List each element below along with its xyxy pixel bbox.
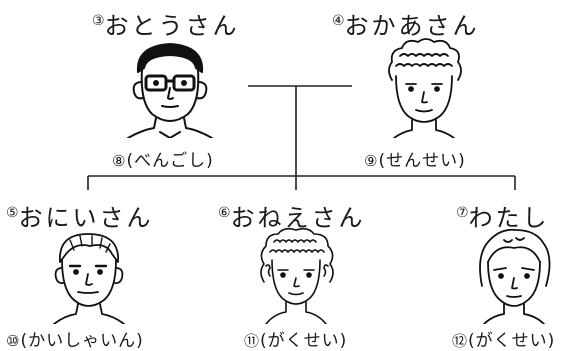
father-number: ③ xyxy=(92,13,105,29)
elder-brother-face-illustration xyxy=(53,233,125,324)
elder-sister-occupation-text: (がくせい) xyxy=(260,331,348,351)
father-name: おとうさん xyxy=(104,12,240,40)
me-occupation-number: ⑫ xyxy=(452,332,469,350)
father-occupation-number: ⑧ xyxy=(112,152,127,170)
me-title: ⑦わたし xyxy=(456,198,550,233)
mother-title: ④おかあさん xyxy=(332,6,480,41)
mother-face-illustration xyxy=(388,38,462,138)
father-title: ③おとうさん xyxy=(92,6,240,41)
mother-number: ④ xyxy=(332,13,345,29)
elder-sister-occupation-number: ⑪ xyxy=(244,332,261,350)
elder-sister-face-illustration xyxy=(260,227,334,324)
father-face-illustration xyxy=(127,43,213,138)
mother-occupation-text: (せんせい) xyxy=(378,151,466,171)
elder-brother-title: ⑤おにいさん xyxy=(6,198,154,233)
elder-brother-occupation-number: ⑩ xyxy=(6,332,21,350)
mother-occupation-number: ⑨ xyxy=(364,152,379,170)
father-occupation-text: (べんごし) xyxy=(126,151,214,171)
mother-occupation: ⑨(せんせい) xyxy=(364,146,466,171)
me-name: わたし xyxy=(468,204,550,232)
me-number: ⑦ xyxy=(456,205,469,221)
me-occupation-text: (がくせい) xyxy=(468,331,556,351)
father-occupation: ⑧(べんごし) xyxy=(112,146,214,171)
elder-sister-title: ⑥おねえさん xyxy=(218,198,366,233)
me-occupation: ⑫(がくせい) xyxy=(452,326,555,351)
elder-sister-name: おねえさん xyxy=(230,204,366,232)
elder-brother-number: ⑤ xyxy=(6,205,19,221)
elder-brother-occupation: ⑩(かいしゃいん) xyxy=(6,326,144,351)
elder-sister-occupation: ⑪(がくせい) xyxy=(244,326,347,351)
elder-brother-name: おにいさん xyxy=(18,204,154,232)
mother-name: おかあさん xyxy=(344,12,480,40)
elder-sister-number: ⑥ xyxy=(218,205,231,221)
elder-brother-occupation-text: (かいしゃいん) xyxy=(20,331,144,351)
me-face-illustration xyxy=(479,228,551,324)
